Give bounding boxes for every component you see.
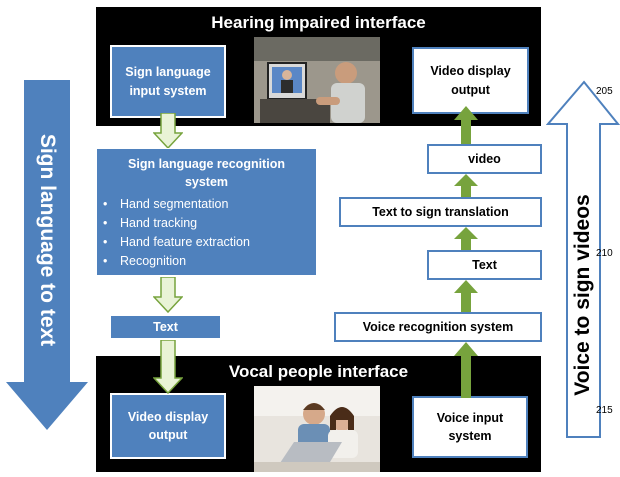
vocal-people-photo [254,386,380,472]
line-number-215: 215 [596,405,613,416]
voice-to-sign-videos-label: Voice to sign videos [571,194,594,396]
recognition-steps: Hand segmentation Hand tracking Hand fea… [103,195,250,271]
up-arrow-1 [454,106,478,144]
video-display-output-bottom: Video display output [110,393,226,459]
vocal-people-title: Vocal people interface [228,362,409,381]
hearing-impaired-title: Hearing impaired interface [211,13,426,32]
up-arrow-4 [454,280,478,312]
step-recognition: Recognition [103,252,250,271]
up-arrow-2 [454,174,478,197]
video-box: video [427,144,542,174]
sign-recognition-box: Sign language recognition system Hand se… [96,148,317,276]
step-hand-segmentation: Hand segmentation [103,195,250,214]
down-arrow-1 [152,112,184,150]
voice-input-box: Voice input system [412,396,528,458]
sign-language-to-text-label: Sign language to text [36,133,59,347]
hearing-impaired-photo [254,37,380,123]
line-number-205: 205 [596,86,613,97]
sign-recognition-title: Sign language recognition system [128,157,285,190]
up-arrow-3 [454,227,478,250]
sign-language-input-box: Sign language input system [110,45,226,118]
right-text-box: Text [427,250,542,280]
step-hand-tracking: Hand tracking [103,214,250,233]
down-arrow-3 [152,339,184,395]
step-hand-feature-extraction: Hand feature extraction [103,233,250,252]
voice-to-sign-videos-arrow: Voice to sign videos [545,80,620,440]
hearing-impaired-panel: Hearing impaired interface Sign language… [96,7,541,126]
down-arrow-2 [152,276,184,314]
left-text-box: Text [109,314,222,340]
text-to-sign-translation-box: Text to sign translation [339,197,542,227]
voice-recognition-system-box: Voice recognition system [334,312,542,342]
video-display-output-top: Video display output [412,47,529,114]
sign-language-to-text-arrow: Sign language to text [2,80,92,432]
line-number-210: 210 [596,248,613,259]
up-arrow-5 [454,342,478,398]
